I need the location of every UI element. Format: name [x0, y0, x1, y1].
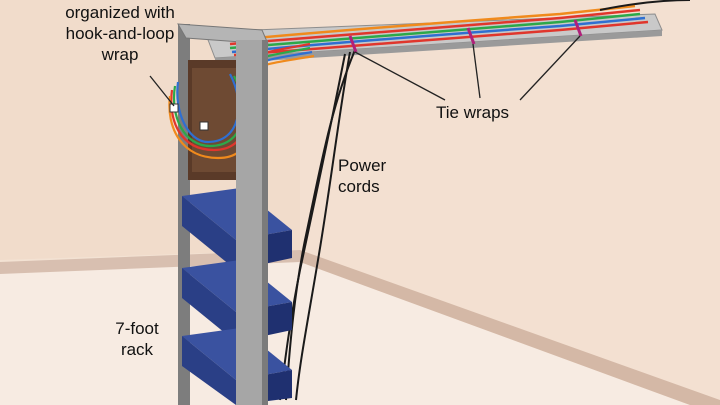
side-baseboard	[300, 250, 720, 405]
floor	[0, 262, 690, 405]
power-cords-label: Power cords	[338, 156, 387, 196]
cable-management-label: organized with hook-and-loop wrap	[65, 3, 175, 64]
cable-ladder-edge	[215, 30, 662, 64]
tie-wraps-leaders	[354, 35, 581, 101]
rack-label: 7-foot rack	[115, 319, 159, 359]
rack-front-post-shade	[262, 40, 268, 405]
tie-wrap-marks	[348, 19, 583, 53]
power-cords	[279, 0, 691, 401]
side-wall	[300, 0, 720, 405]
hook-loop-wrap-2	[199, 121, 209, 131]
tie-wraps-label: Tie wraps	[436, 103, 510, 122]
cable-label-leader	[149, 75, 175, 107]
hook-loop-wrap-1	[169, 103, 179, 113]
